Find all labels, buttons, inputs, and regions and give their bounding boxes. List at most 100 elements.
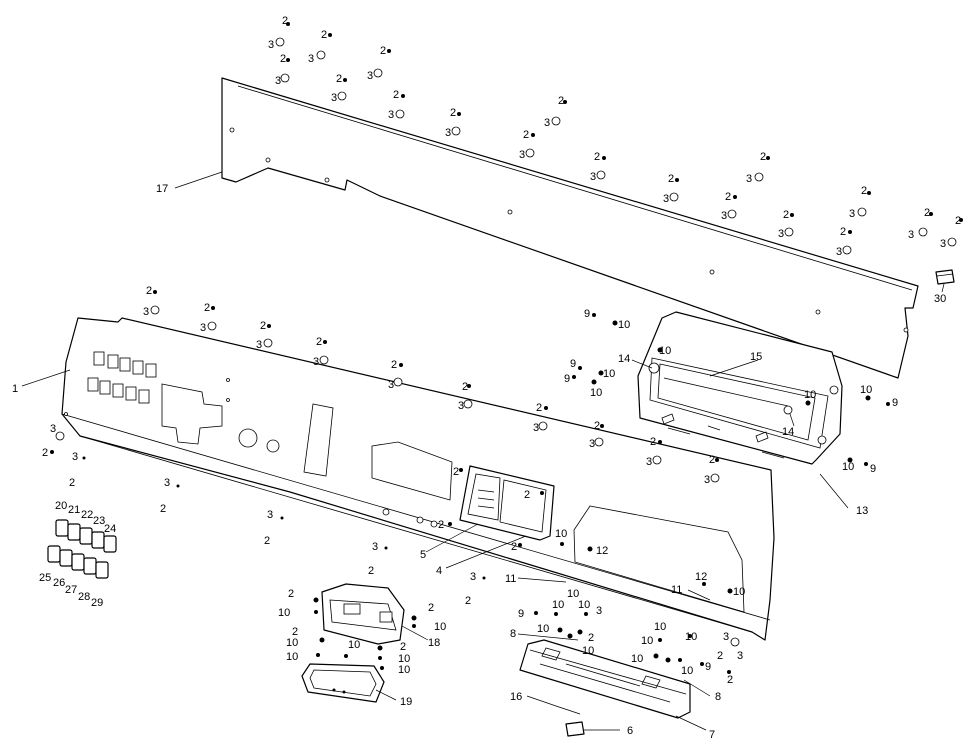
callout-2: 2 — [368, 565, 374, 577]
callout-3: 3 — [544, 117, 550, 129]
callout-3: 3 — [267, 509, 273, 521]
callout-2: 2 — [955, 215, 961, 227]
callout-3: 3 — [590, 171, 596, 183]
fasteners — [50, 22, 963, 674]
rocker-switches — [47, 519, 117, 579]
callout-21: 21 — [68, 504, 80, 516]
callout-11b: 11 — [671, 584, 682, 596]
callout-2: 2 — [783, 209, 789, 221]
callout-8a: 8 — [510, 628, 516, 640]
callout-3: 3 — [200, 322, 206, 334]
callout-10: 10 — [842, 461, 854, 473]
callout-3: 3 — [533, 422, 539, 434]
callout-2: 2 — [450, 107, 456, 119]
callout-2: 2 — [727, 674, 733, 686]
callout-10: 10 — [582, 645, 594, 657]
callout-28: 28 — [78, 591, 90, 603]
callout-2: 2 — [280, 53, 286, 65]
callout-29: 29 — [91, 597, 103, 609]
callout-10: 10 — [552, 599, 564, 611]
callout-3: 3 — [778, 228, 784, 240]
callout-23: 23 — [93, 515, 105, 527]
callout-2: 2 — [462, 381, 468, 393]
callout-10: 10 — [398, 664, 410, 676]
callout-3: 3 — [256, 339, 262, 351]
callout-3: 3 — [308, 53, 314, 65]
callout-10: 10 — [348, 639, 360, 651]
callout-10: 10 — [685, 631, 697, 643]
part-6-and-16 — [555, 705, 585, 737]
callout-3: 3 — [849, 208, 855, 220]
callout-9: 9 — [564, 373, 570, 385]
callout-3: 3 — [723, 631, 729, 643]
callout-15: 15 — [750, 351, 762, 363]
callout-2: 2 — [264, 535, 270, 547]
callout-3: 3 — [746, 173, 752, 185]
callout-2: 2 — [391, 359, 397, 371]
callout-2: 2 — [523, 129, 529, 141]
callout-26: 26 — [53, 577, 65, 589]
callout-30: 30 — [934, 293, 946, 305]
callout-3: 3 — [445, 127, 451, 139]
callout-10: 10 — [398, 653, 410, 665]
callout-2: 2 — [69, 477, 75, 489]
callout-2: 2 — [536, 402, 542, 414]
display-housing — [637, 311, 843, 465]
callout-2: 2 — [260, 320, 266, 332]
callout-2: 2 — [558, 95, 564, 107]
callout-2: 2 — [924, 207, 930, 219]
callout-5: 5 — [420, 549, 426, 561]
callout-10: 10 — [631, 653, 643, 665]
callout-10: 10 — [567, 588, 579, 600]
callout-3: 3 — [646, 456, 652, 468]
callout-3: 3 — [596, 605, 602, 617]
callout-2: 2 — [709, 454, 715, 466]
callout-10: 10 — [286, 637, 298, 649]
callout-2: 2 — [316, 336, 322, 348]
callout-2: 2 — [465, 595, 471, 607]
callout-2: 2 — [292, 626, 298, 638]
callout-9: 9 — [892, 397, 898, 409]
callout-labels: 1 17 30 13 15 14 14 4 5 11 11 12 12 8 8 … — [12, 15, 961, 741]
callout-3: 3 — [331, 92, 337, 104]
callout-3: 3 — [164, 477, 170, 489]
callout-3: 3 — [589, 438, 595, 450]
callout-2: 2 — [594, 151, 600, 163]
callout-8b: 8 — [715, 691, 721, 703]
callout-20: 20 — [55, 500, 67, 512]
callout-7: 7 — [709, 729, 715, 741]
callout-2: 2 — [428, 602, 434, 614]
callout-2: 2 — [717, 650, 723, 662]
gauge-bezel — [301, 663, 385, 703]
callout-2: 2 — [668, 173, 674, 185]
callout-10: 10 — [434, 621, 446, 633]
callout-2: 2 — [511, 541, 517, 553]
callout-3: 3 — [372, 541, 378, 553]
callout-2: 2 — [288, 588, 294, 600]
callout-10: 10 — [537, 623, 549, 635]
callout-2: 2 — [453, 466, 459, 478]
callout-3: 3 — [50, 423, 56, 435]
callout-11a: 11 — [505, 573, 516, 585]
callout-2: 2 — [282, 15, 288, 27]
callout-2: 2 — [336, 73, 342, 85]
callout-2: 2 — [861, 185, 867, 197]
callout-10: 10 — [286, 651, 298, 663]
callout-3: 3 — [737, 650, 743, 662]
callout-2: 2 — [393, 89, 399, 101]
callout-12b: 12 — [695, 571, 707, 583]
callout-25: 25 — [39, 572, 51, 584]
callout-9: 9 — [570, 358, 576, 370]
callout-3: 3 — [458, 400, 464, 412]
callout-6: 6 — [627, 725, 633, 737]
callout-2: 2 — [380, 45, 386, 57]
gauge-housing — [321, 583, 405, 645]
callout-2: 2 — [438, 519, 444, 531]
callout-14b: 14 — [782, 426, 794, 438]
callout-2: 2 — [524, 489, 530, 501]
callout-3: 3 — [313, 356, 319, 368]
callout-3: 3 — [519, 149, 525, 161]
callout-10: 10 — [733, 586, 745, 598]
callout-3: 3 — [268, 39, 274, 51]
